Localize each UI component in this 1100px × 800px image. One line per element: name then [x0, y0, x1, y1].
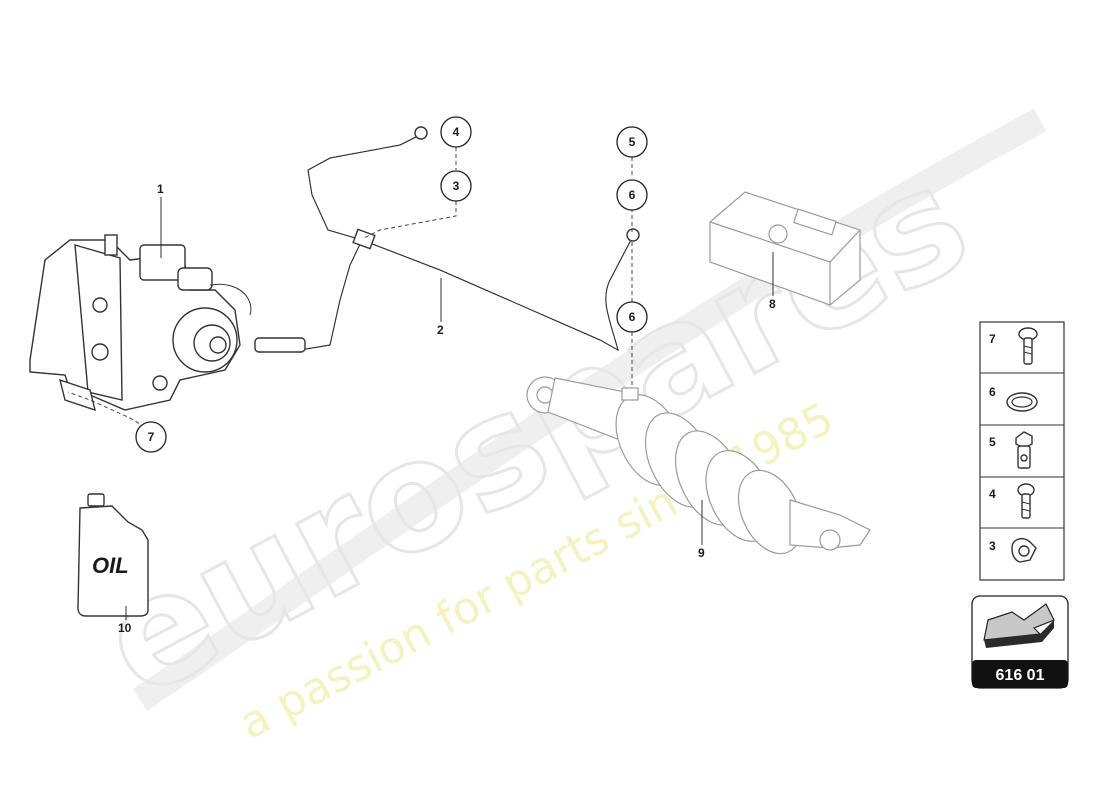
callout-6-bottom: 6: [616, 301, 648, 333]
label-10: 10: [118, 621, 132, 635]
callout-5: 5: [616, 126, 648, 158]
oil-label: OIL: [92, 553, 129, 578]
svg-text:3: 3: [453, 179, 460, 193]
label-1: 1: [157, 182, 164, 196]
shock-absorber: [526, 376, 871, 555]
callout-4: 4: [440, 116, 472, 148]
label-8: 8: [769, 297, 776, 311]
callout-3: 3: [440, 170, 472, 202]
callout-6-top: 6: [616, 179, 648, 211]
screw-icon: [1018, 327, 1038, 365]
svg-text:6: 6: [989, 385, 996, 399]
svg-text:4: 4: [453, 125, 460, 139]
label-9: 9: [698, 546, 705, 560]
parts-legend: 7 6 5 4: [979, 321, 1065, 581]
leader-lines: [67, 147, 774, 620]
svg-text:6: 6: [629, 310, 636, 324]
watermark: eurospares a passion for parts since 198…: [74, 108, 1047, 750]
control-unit: [709, 191, 861, 306]
legend-row-5: 5: [989, 431, 1033, 469]
banjo-bolt-icon: [1015, 431, 1033, 469]
watermark-brand: eurospares: [75, 133, 994, 732]
svg-text:6: 6: [629, 188, 636, 202]
pump-assembly: [29, 234, 252, 412]
callout-7: 7: [135, 421, 167, 453]
svg-text:4: 4: [989, 487, 996, 501]
svg-text:3: 3: [989, 539, 996, 553]
diagram-code: 616 01: [996, 667, 1045, 684]
svg-text:7: 7: [989, 332, 996, 346]
clip-icon: [1011, 537, 1037, 563]
watermark-swoosh: [132, 108, 1047, 711]
legend-row-7: 7: [989, 327, 1038, 365]
legend-row-6: 6: [989, 385, 1038, 412]
diagram-reference-badge: 616 01: [971, 595, 1069, 689]
legend-row-4: 4: [989, 483, 1035, 519]
screw-icon: [1017, 483, 1035, 519]
svg-text:5: 5: [629, 135, 636, 149]
svg-text:5: 5: [989, 435, 996, 449]
label-2: 2: [437, 323, 444, 337]
svg-text:7: 7: [148, 430, 155, 444]
legend-row-3: 3: [989, 537, 1037, 563]
arrow-icon: [983, 603, 1055, 648]
seal-ring-icon: [1006, 392, 1038, 412]
oil-bottle: OIL: [77, 493, 149, 617]
hydraulic-line: [254, 126, 640, 353]
